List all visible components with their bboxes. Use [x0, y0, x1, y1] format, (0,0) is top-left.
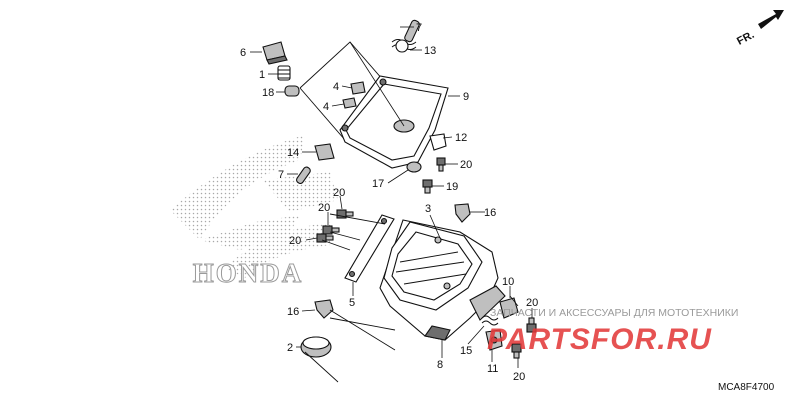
part-washer-17 — [406, 161, 422, 173]
part-spring-13 — [391, 39, 417, 53]
part-pin-18 — [284, 85, 300, 97]
callout-10: 10 — [502, 276, 514, 288]
callout-7-lower: 7 — [278, 169, 284, 181]
callout-11: 11 — [487, 363, 498, 375]
callout-20-left-bottom: 20 — [289, 235, 301, 247]
part-frame-3 — [383, 221, 483, 311]
part-clip-16-upper — [454, 203, 471, 223]
callout-5: 5 — [349, 297, 355, 309]
callout-20-left-top: 20 — [333, 187, 345, 199]
part-latch-10 — [499, 297, 519, 319]
part-grommet-2 — [300, 336, 332, 358]
callout-9: 9 — [463, 91, 469, 103]
part-clip-12 — [429, 133, 447, 151]
callout-18: 18 — [262, 87, 274, 99]
honda-wing-watermark — [170, 135, 338, 278]
part-rubber-14 — [314, 143, 335, 161]
callout-16-upper: 16 — [484, 207, 496, 219]
leader-lines — [250, 26, 533, 368]
site-logo: PARTSFOR.RU — [487, 323, 712, 356]
callout-7: 7 — [416, 22, 422, 34]
callout-19: 19 — [446, 181, 458, 193]
part-screw-19 — [422, 179, 433, 194]
honda-logo-text: HONDA — [193, 258, 304, 288]
diagram-code: MCA8F4700 — [718, 382, 775, 393]
callout-20-upper: 20 — [460, 159, 472, 171]
part-clip-4a — [350, 81, 366, 95]
front-direction-label: FR. — [735, 29, 756, 48]
callout-4-upper: 4 — [333, 81, 339, 93]
callout-8: 8 — [437, 359, 443, 371]
part-pin-7-lower — [296, 166, 311, 185]
part-knob-6 — [262, 41, 288, 65]
part-bolt-20-right-bottom — [511, 343, 522, 359]
arrow-icon — [758, 10, 784, 29]
callout-4-lower: 4 — [323, 101, 329, 113]
part-bolt-20-right-top — [526, 317, 537, 333]
part-pin-7-top — [404, 19, 420, 43]
callout-labels: 7 6 13 1 18 4 4 9 12 14 20 7 17 19 20 3 … — [240, 22, 538, 383]
part-bracket-5 — [344, 214, 395, 283]
callout-16-lower: 16 — [287, 306, 299, 318]
callout-12: 12 — [455, 132, 467, 144]
callout-6: 6 — [240, 47, 246, 59]
part-spring-1 — [277, 65, 291, 81]
callout-20-right-top: 20 — [526, 297, 538, 309]
callout-20-right-bottom: 20 — [513, 371, 525, 383]
part-spring-15 — [481, 315, 499, 326]
callout-20-left-mid: 20 — [318, 202, 330, 214]
part-lock-11 — [485, 329, 503, 351]
part-bolt-20-left-a — [336, 209, 354, 219]
callout-2: 2 — [287, 342, 293, 354]
callout-1: 1 — [259, 69, 265, 81]
part-clip-4b — [342, 97, 357, 109]
part-bolt-20-upper — [436, 157, 446, 172]
part-lid-9 — [339, 75, 449, 169]
callout-17: 17 — [372, 178, 384, 190]
part-clip-16-lower — [314, 299, 334, 319]
callout-15: 15 — [460, 345, 472, 357]
callout-3: 3 — [425, 203, 431, 215]
site-tagline: ЗАПЧАСТИ И АКСЕССУАРЫ ДЛЯ МОТОТЕХНИКИ — [490, 307, 738, 319]
callout-14: 14 — [287, 147, 299, 159]
part-bolt-20-left-b — [322, 225, 340, 235]
callout-13: 13 — [424, 45, 436, 57]
partsfor-watermark: ЗАПЧАСТИ И АКСЕССУАРЫ ДЛЯ МОТОТЕХНИКИ PA… — [487, 307, 738, 356]
front-direction-arrow: FR. — [735, 10, 784, 48]
